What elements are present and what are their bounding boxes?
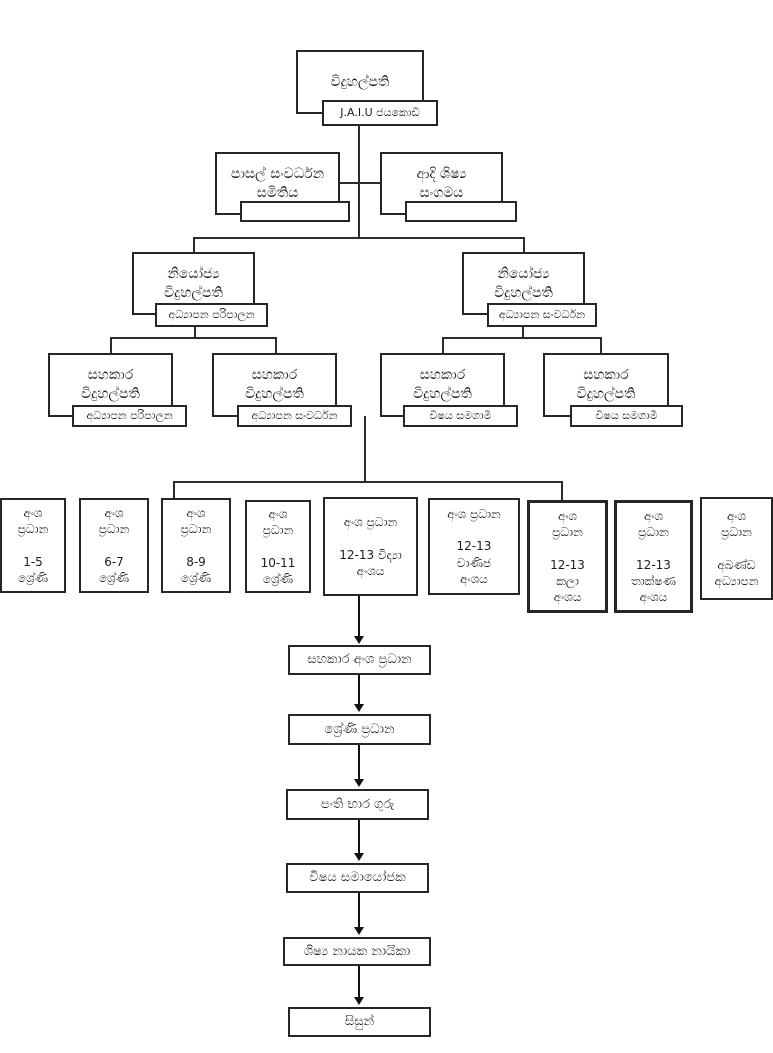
grade-head-box: ශ්‍රේණි ප්‍රධාන bbox=[288, 714, 431, 745]
assistant-principal-tag-4: විෂය සමගාමී bbox=[570, 405, 683, 427]
grade-head-label: ශ්‍රේණි ප්‍රධාන bbox=[324, 721, 395, 737]
subject-coordinator-label: විෂය සමායෝජක bbox=[309, 870, 406, 886]
assistant-principal-tag-text-2: අධ්‍යාපන සංවර්ධන bbox=[251, 408, 338, 422]
assistant-principal-title-4: සහකාර විදුහල්පති bbox=[576, 367, 636, 402]
down-arrow-icon bbox=[354, 636, 364, 644]
deputy-principal-dev-title: නියෝජ්‍ය විදුහල්පති bbox=[494, 265, 553, 301]
connector-deputy-right-drop bbox=[523, 237, 525, 253]
assistant-principal-tag-text-1: අධ්‍යාපන පරිපාලන bbox=[86, 408, 173, 422]
section-head-text-4: අංශ ප්‍රධාන 10-11 ශ්‍රේණි bbox=[260, 507, 296, 586]
assistant-principal-tag-2: අධ්‍යාපන සංවර්ධන bbox=[237, 405, 352, 427]
connector-assistants-right-bracket bbox=[442, 337, 602, 339]
down-arrow-icon bbox=[354, 853, 364, 861]
subject-coordinator-box: විෂය සමායෝජක bbox=[286, 863, 429, 893]
class-teacher-box: පංති භාර ගුරු bbox=[286, 789, 429, 820]
section-head-text-9: අංශ ප්‍රධාන අඛණ්ඩ අධ්‍යාපන bbox=[714, 509, 759, 588]
connector-assistants-left-bracket bbox=[110, 337, 277, 339]
alumni-association-tag bbox=[405, 201, 517, 222]
deputy-principal-admin-tag-text: අධ්‍යාපන පරිපාලන bbox=[168, 307, 255, 321]
connector-trunk-top bbox=[358, 125, 360, 238]
connector-trunk-mid bbox=[364, 416, 366, 482]
section-head-text-6: අංශ ප්‍රධාන 12-13 වාණිජ අංශය bbox=[447, 507, 501, 586]
deputy-principal-dev-box: නියෝජ්‍ය විදුහල්පති bbox=[462, 252, 585, 315]
down-arrow-icon bbox=[354, 704, 364, 712]
alumni-association-title: ආදි ශිෂ්‍ය සංගමය bbox=[416, 165, 467, 201]
connector-a2-drop bbox=[275, 337, 277, 354]
flow-arrow-line bbox=[358, 966, 360, 998]
down-arrow-icon bbox=[354, 997, 364, 1005]
connector-a3-drop bbox=[442, 337, 444, 354]
connector-a4-drop bbox=[600, 337, 602, 354]
section-head-text-2: අංශ ප්‍රධාන 6-7 ශ්‍රේණි bbox=[98, 506, 130, 585]
flow-arrow-line bbox=[358, 820, 360, 854]
section-head-box-science: අංශ ප්‍රධාන 12-13 විද්‍යා අංශය bbox=[323, 497, 418, 596]
connector-deputies-bracket bbox=[193, 237, 525, 239]
section-head-box-commerce: අංශ ප්‍රධාන 12-13 වාණිජ අංශය bbox=[428, 498, 520, 595]
section-head-box-grades-1-5: අංශ ප්‍රධාන 1-5 ශ්‍රේණි bbox=[0, 498, 66, 593]
assistant-principal-tag-3: විෂය සමගාමී bbox=[403, 405, 518, 427]
students-label: සිසුන් bbox=[344, 1014, 375, 1030]
deputy-principal-admin-tag: අධ්‍යාපන පරිපාලන bbox=[155, 303, 268, 327]
deputy-principal-admin-title: නියෝජ්‍ය විදුහල්පති bbox=[164, 265, 223, 301]
section-head-text-5: අංශ ප්‍රධාන 12-13 විද්‍යා අංශය bbox=[339, 515, 402, 578]
connector-committees bbox=[340, 182, 380, 184]
section-head-box-grades-6-7: අංශ ප්‍රධාන 6-7 ශ්‍රේණි bbox=[79, 498, 149, 593]
class-teacher-label: පංති භාර ගුරු bbox=[320, 796, 395, 812]
section-head-text-3: අංශ ප්‍රධාන 8-9 ශ්‍රේණි bbox=[180, 506, 212, 585]
assistant-principal-tag-text-4: විෂය සමගාමී bbox=[595, 408, 658, 422]
assistant-section-head-label: සහකාර අංශ ප්‍රධාන bbox=[307, 652, 412, 668]
assistant-principal-title-3: සහකාර විදුහල්පති bbox=[413, 367, 472, 402]
flow-arrow-line bbox=[358, 745, 360, 780]
assistant-principal-tag-text-3: විෂය සමගාමී bbox=[429, 408, 492, 422]
flow-arrow-line bbox=[358, 893, 360, 928]
connector-section-left-drop bbox=[173, 481, 175, 498]
section-head-text-1: අංශ ප්‍රධාන 1-5 ශ්‍රේණි bbox=[17, 506, 49, 585]
connector-sections-bracket bbox=[173, 481, 563, 483]
down-arrow-icon bbox=[354, 779, 364, 787]
principal-name-tag: J.A.I.U ජයකොඩි bbox=[322, 100, 438, 126]
school-development-society-tag bbox=[240, 201, 350, 222]
flow-arrow-line bbox=[358, 596, 360, 637]
principal-name: J.A.I.U ජයකොඩි bbox=[340, 105, 420, 119]
assistant-principal-tag-1: අධ්‍යාපන පරිපාලන bbox=[72, 405, 187, 427]
deputy-principal-dev-tag: අධ්‍යාපන සංවර්ධන bbox=[487, 303, 597, 327]
down-arrow-icon bbox=[354, 927, 364, 935]
connector-a1-drop bbox=[110, 337, 112, 354]
section-head-text-8: අංශ ප්‍රධාන 12-13 තාක්ෂණ අංශය bbox=[630, 508, 677, 604]
deputy-principal-dev-tag-text: අධ්‍යාපන සංවර්ධන bbox=[498, 307, 586, 321]
assistant-principal-title-1: සහකාර විදුහල්පති bbox=[81, 367, 140, 402]
connector-left-stub bbox=[194, 327, 196, 339]
assistant-section-head-box: සහකාර අංශ ප්‍රධාන bbox=[288, 645, 431, 675]
students-box: සිසුන් bbox=[288, 1007, 431, 1037]
section-head-box-grades-10-11: අංශ ප්‍රධාන 10-11 ශ්‍රේණි bbox=[245, 500, 311, 593]
section-head-box-grades-8-9: අංශ ප්‍රධාන 8-9 ශ්‍රේණි bbox=[161, 498, 231, 593]
principal-title: විදුහල්පති bbox=[330, 73, 390, 90]
flow-arrow-line bbox=[358, 675, 360, 705]
prefects-box: ශිෂ්‍ය නායක නායිකා bbox=[283, 937, 431, 966]
section-head-box-arts: අංශ ප්‍රධාන 12-13 කලා අංශය bbox=[527, 500, 608, 613]
connector-right-stub bbox=[522, 327, 524, 339]
section-head-box-technology: අංශ ප්‍රධාන 12-13 තාක්ෂණ අංශය bbox=[614, 500, 693, 613]
connector-section-right-drop bbox=[561, 481, 563, 500]
prefects-label: ශිෂ්‍ය නායක නායිකා bbox=[303, 943, 411, 959]
assistant-principal-title-2: සහකාර විදුහල්පති bbox=[245, 367, 304, 402]
section-head-box-continuing-education: අංශ ප්‍රධාන අඛණ්ඩ අධ්‍යාපන bbox=[700, 497, 773, 600]
connector-deputy-left-drop bbox=[193, 237, 195, 253]
section-head-text-7: අංශ ප්‍රධාන 12-13 කලා අංශය bbox=[550, 508, 585, 604]
school-development-society-title: පාසල් සංවර්ධන සමිතිය bbox=[230, 165, 325, 201]
